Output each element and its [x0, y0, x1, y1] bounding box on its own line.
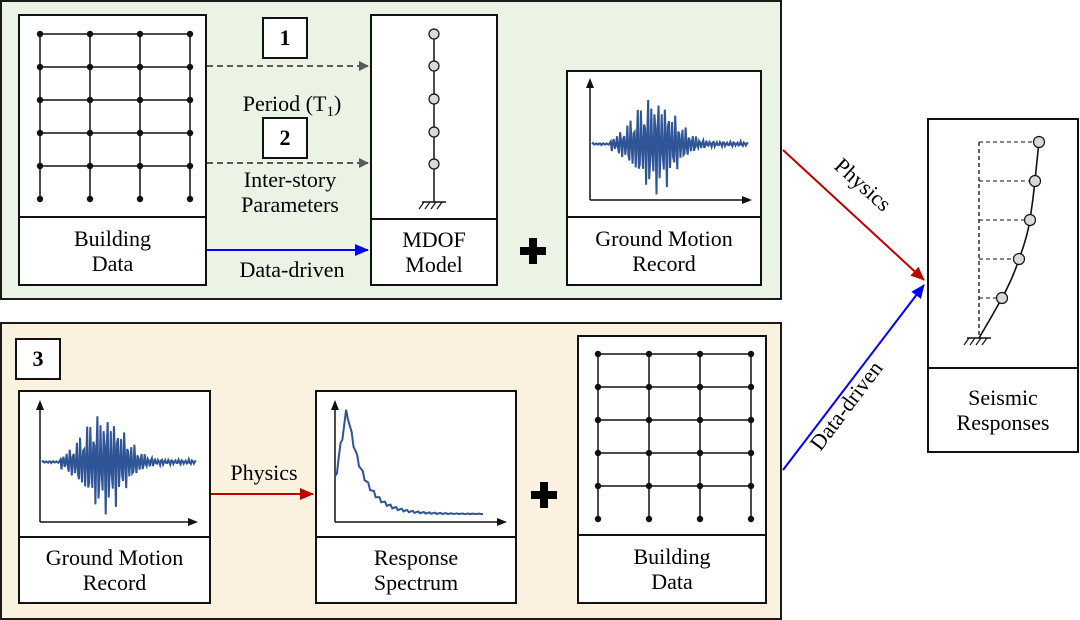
frame-joint	[696, 383, 704, 391]
frame-joint	[594, 416, 602, 424]
frame-joint	[36, 195, 44, 203]
frame-joint	[86, 195, 94, 203]
ground-motion-caption-bottom: Ground Motion Record	[20, 536, 209, 602]
seismic-responses-box: Seismic Responses	[927, 118, 1079, 453]
response-spectrum-plot-icon	[331, 400, 507, 526]
frame-joint	[136, 30, 144, 38]
frame-joint	[136, 195, 144, 203]
period-label: Period (T1)	[222, 66, 362, 122]
frame-joint	[136, 63, 144, 71]
data-driven-arrow-output	[782, 284, 925, 471]
frame-joint	[136, 162, 144, 170]
frame-joint	[594, 515, 602, 523]
frame-joint	[696, 515, 704, 523]
frame-joint	[594, 383, 602, 391]
data-driven-label-output: Data-driven	[804, 356, 887, 455]
frame-joint	[645, 383, 653, 391]
building-data-caption-bottom: Building Data	[579, 534, 765, 602]
frame-joint	[645, 515, 653, 523]
response-spectrum-box: Response Spectrum	[315, 390, 517, 604]
ground-motion-plot-icon	[36, 400, 198, 526]
ground-motion-caption-top: Ground Motion Record	[568, 216, 760, 284]
frame-joint	[645, 482, 653, 490]
frame-joint	[186, 162, 194, 170]
frame-joint	[747, 482, 755, 490]
frame-joint	[696, 350, 704, 358]
period-label-close: )	[333, 91, 342, 117]
frame-joint	[747, 416, 755, 424]
frame-joint	[645, 449, 653, 457]
frame-joint	[86, 96, 94, 104]
frame-joint	[645, 350, 653, 358]
deformed-structure-icon	[963, 135, 1046, 346]
frame-joint	[696, 482, 704, 490]
frame-joint	[186, 30, 194, 38]
frame-joint	[36, 96, 44, 104]
inter-story-parameters-label: Inter-story Parameters	[241, 167, 339, 218]
frame-joint	[594, 482, 602, 490]
period-label-subscript: 1	[326, 104, 334, 121]
mdof-model-caption: MDOF Model	[372, 218, 496, 284]
ground-motion-box-bottom: Ground Motion Record	[18, 390, 211, 604]
frame-joint	[696, 449, 704, 457]
frame-joint	[36, 162, 44, 170]
frame-joint	[86, 30, 94, 38]
frame-joint	[36, 129, 44, 137]
frame-joint	[696, 416, 704, 424]
frame-joint	[186, 129, 194, 137]
seismic-responses-caption: Seismic Responses	[929, 367, 1077, 451]
frame-joint	[36, 63, 44, 71]
mdof-model-box: MDOF Model	[370, 14, 498, 286]
building-frame-icon	[36, 30, 194, 203]
frame-joint	[36, 30, 44, 38]
ground-motion-box-top: Ground Motion Record	[566, 70, 762, 286]
step2-number-badge: 2	[262, 117, 308, 159]
physics-label-bottom: Physics	[230, 460, 298, 485]
response-spectrum-caption: Response Spectrum	[317, 536, 515, 602]
building-data-caption: Building Data	[20, 216, 205, 284]
frame-joint	[594, 449, 602, 457]
frame-joint	[645, 416, 653, 424]
mdof-stick-model-icon	[418, 28, 446, 210]
frame-joint	[747, 515, 755, 523]
physics-label-output: Physics	[830, 153, 897, 217]
frame-joint	[186, 96, 194, 104]
frame-joint	[747, 449, 755, 457]
ground-motion-plot-icon	[586, 78, 752, 204]
frame-joint	[747, 383, 755, 391]
frame-joint	[86, 129, 94, 137]
physics-arrow-output	[782, 149, 925, 281]
frame-joint	[136, 129, 144, 137]
plus-icon	[531, 482, 557, 508]
frame-joint	[747, 350, 755, 358]
frame-joint	[86, 162, 94, 170]
step1-number-badge: 1	[262, 17, 308, 59]
data-driven-label-top: Data-driven	[239, 257, 345, 282]
plus-icon	[520, 238, 546, 264]
frame-joint	[186, 195, 194, 203]
building-frame-icon	[594, 350, 755, 523]
step3-number-badge: 3	[15, 338, 61, 380]
frame-joint	[86, 63, 94, 71]
building-data-box-bottom: Building Data	[577, 335, 767, 604]
frame-joint	[136, 96, 144, 104]
frame-joint	[594, 350, 602, 358]
building-data-box: Building Data	[18, 14, 207, 286]
period-label-text: Period (T	[242, 91, 327, 117]
frame-joint	[186, 63, 194, 71]
